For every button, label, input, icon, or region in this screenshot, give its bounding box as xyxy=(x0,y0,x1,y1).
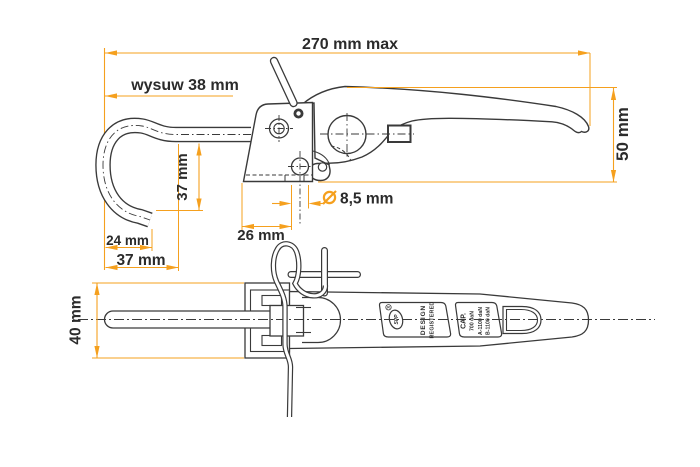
dim-body-width: 40 mm xyxy=(68,295,85,344)
marking-cap: CAP. xyxy=(461,313,468,329)
logo-oval xyxy=(388,309,404,330)
dimension-arrows-side xyxy=(105,50,617,271)
dim-hook-width: 37 mm xyxy=(116,252,165,269)
marking-design: DESIGN xyxy=(420,305,427,335)
keeper-pin xyxy=(317,162,328,172)
marking-cap-b: B-1100 daN xyxy=(486,307,492,335)
marking-cap-a: A-1100 daN xyxy=(478,307,484,335)
dimensions-plan xyxy=(92,282,244,359)
dimensions-side xyxy=(105,52,617,271)
registered-mark-icon xyxy=(385,304,392,311)
marking-panel-design: SPP R DESIGN REGISTERED xyxy=(378,301,452,339)
hook-side xyxy=(95,117,251,228)
dim-height: 50 mm xyxy=(613,107,632,161)
lever-nose xyxy=(302,296,342,344)
side-view: 270 mm max wysuw 38 mm 50 mm 37 mm 8,5 m… xyxy=(95,36,632,271)
spring-clip-wire xyxy=(270,241,329,418)
registered-mark: R xyxy=(387,306,390,310)
dim-travel: wysuw 38 mm xyxy=(130,77,239,94)
trigger-lever xyxy=(269,56,304,119)
marking-registered: REGISTERED xyxy=(430,301,436,338)
dim-tip-offset: 24 mm xyxy=(106,233,149,248)
plan-view: SPP R DESIGN REGISTERED CAP. 700 daN A-1… xyxy=(68,241,655,418)
dim-hole-offset: 26 mm xyxy=(237,227,285,244)
dimension-arrows-plan xyxy=(94,283,100,358)
thumb-hole xyxy=(502,305,542,335)
diameter-icon xyxy=(322,190,337,205)
dim-overall-length: 270 mm max xyxy=(302,36,398,53)
marking-cap-value: 700 daN xyxy=(470,311,476,331)
dim-hook-drop: 37 mm xyxy=(174,153,191,201)
lever-side xyxy=(299,85,590,182)
dim-hole-diameter: 8,5 mm xyxy=(340,191,393,208)
